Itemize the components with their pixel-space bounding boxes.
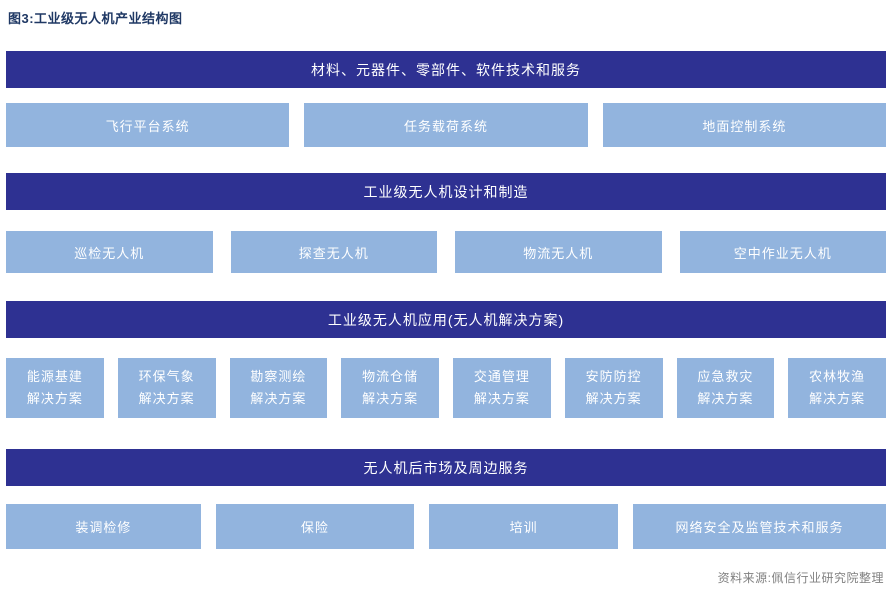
- box-mission-payload-system: 任务载荷系统: [304, 103, 588, 147]
- box-security-control-solution: 安防防控 解决方案: [564, 358, 663, 418]
- source-note: 资料来源:佩信行业研究院整理: [717, 571, 884, 585]
- row-solutions: 能源基建 解决方案 环保气象 解决方案 勘察测绘 解决方案 物流仓储 解决方案 …: [6, 358, 886, 418]
- box-network-security-regulation: 网络安全及监管技术和服务: [632, 504, 886, 549]
- row-systems: 飞行平台系统 任务载荷系统 地面控制系统: [6, 103, 886, 147]
- box-aerial-work-drone: 空中作业无人机: [679, 231, 886, 273]
- box-survey-mapping-solution: 勘察测绘 解决方案: [229, 358, 328, 418]
- banner-aftermarket-services: 无人机后市场及周边服务: [6, 449, 886, 486]
- box-energy-infrastructure-solution: 能源基建 解决方案: [6, 358, 104, 418]
- box-environment-weather-solution: 环保气象 解决方案: [117, 358, 216, 418]
- banner-applications: 工业级无人机应用(无人机解决方案): [6, 301, 886, 338]
- box-logistics-drone: 物流无人机: [455, 231, 662, 273]
- row-services: 装调检修 保险 培训 网络安全及监管技术和服务: [6, 504, 886, 549]
- box-inspection-drone: 巡检无人机: [6, 231, 213, 273]
- box-flight-platform-system: 飞行平台系统: [6, 103, 290, 147]
- box-ground-control-system: 地面控制系统: [602, 103, 886, 147]
- box-assembly-maintenance: 装调检修: [6, 504, 201, 549]
- box-agriculture-forestry-solution: 农林牧渔 解决方案: [788, 358, 886, 418]
- box-insurance: 保险: [215, 504, 415, 549]
- box-traffic-management-solution: 交通管理 解决方案: [453, 358, 551, 418]
- box-training: 培训: [429, 504, 618, 549]
- banner-design-manufacturing: 工业级无人机设计和制造: [6, 173, 886, 210]
- row-drone-types: 巡检无人机 探查无人机 物流无人机 空中作业无人机: [6, 231, 886, 273]
- banner-materials-components: 材料、元器件、零部件、软件技术和服务: [6, 51, 886, 88]
- figure-title: 图3:工业级无人机产业结构图: [8, 11, 183, 26]
- box-emergency-rescue-solution: 应急救灾 解决方案: [676, 358, 775, 418]
- box-logistics-warehouse-solution: 物流仓储 解决方案: [341, 358, 439, 418]
- box-exploration-drone: 探查无人机: [230, 231, 437, 273]
